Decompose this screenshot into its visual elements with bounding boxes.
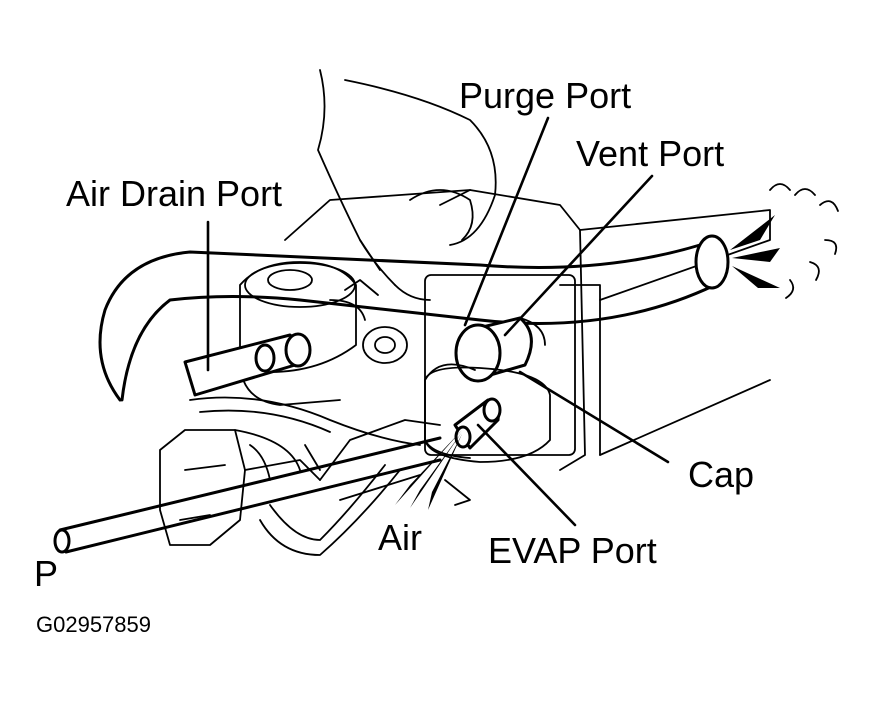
leader-cap (518, 370, 670, 464)
label-p: P (34, 553, 58, 594)
canister-body (239, 261, 408, 406)
label-purge-port: Purge Port (459, 75, 631, 116)
label-air-drain-port: Air Drain Port (66, 173, 282, 214)
label-cap: Cap (688, 454, 754, 495)
air-jet-arrows (395, 430, 462, 510)
figure-code: G02957859 (36, 612, 151, 637)
label-air: Air (378, 517, 422, 558)
lower-canister (424, 366, 551, 463)
label-evap-port: EVAP Port (488, 530, 657, 571)
leader-evap-port (476, 423, 577, 527)
leader-lines (206, 116, 670, 527)
pipe-p (53, 436, 442, 554)
air-drain-port-shape (183, 332, 312, 397)
leader-purge-port (463, 116, 550, 327)
upper-hose (98, 183, 839, 402)
label-vent-port: Vent Port (576, 133, 724, 174)
lower-piping (159, 396, 471, 556)
canister-housing (284, 189, 771, 471)
vent-port-cap (424, 316, 546, 383)
leader-vent-port (503, 174, 654, 337)
